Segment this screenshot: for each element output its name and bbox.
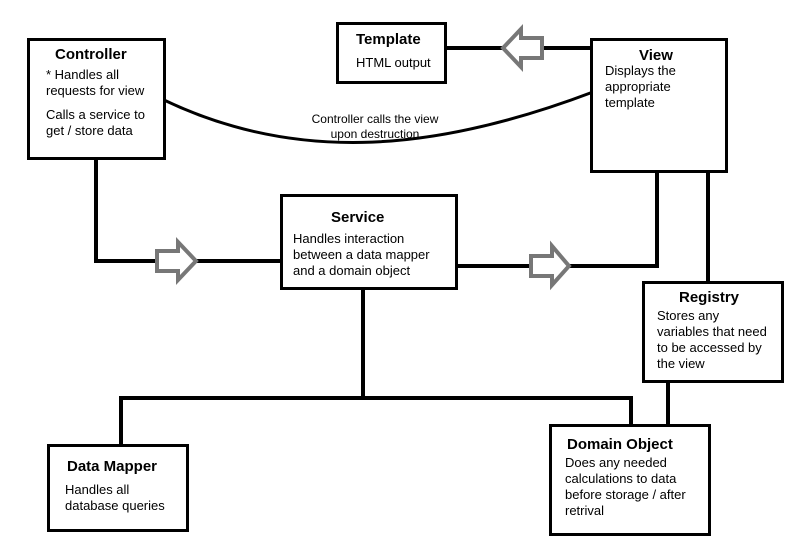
data-mapper-line: Handles all — [65, 482, 130, 497]
view-box: View Displays the appropriate template — [590, 38, 728, 173]
edge-label-line: upon destruction — [330, 127, 420, 141]
mapper-domain-trunk — [119, 396, 633, 446]
service-line: between a data mapper — [293, 247, 430, 262]
controller-box: Controller * Handles all requests for vi… — [27, 38, 166, 160]
controller-view-curve — [163, 90, 594, 145]
registry-box: Registry Stores any variables that need … — [642, 281, 784, 383]
view-line: appropriate — [605, 79, 671, 94]
view-line: Displays the — [605, 63, 676, 78]
controller-service-connector — [94, 160, 282, 263]
data-mapper-box: Data Mapper Handles all database queries — [47, 444, 189, 532]
arrow-right-icon — [529, 240, 572, 291]
edge-label: Controller calls the view upon destructi… — [290, 112, 460, 142]
domain-object-line: calculations to data — [565, 471, 677, 486]
registry-line: Stores any — [657, 308, 720, 323]
registry-line: variables that need — [657, 324, 767, 339]
controller-line — [46, 99, 163, 107]
edge-label-line: Controller calls the view — [311, 112, 439, 126]
controller-line: get / store data — [46, 123, 133, 138]
domain-object-line: Does any needed — [565, 455, 667, 470]
data-mapper-title: Data Mapper — [67, 458, 158, 475]
template-box: Template HTML output — [336, 22, 447, 84]
registry-line: the view — [657, 356, 705, 371]
domain-object-line: retrival — [565, 503, 605, 518]
data-mapper-line: database queries — [65, 498, 165, 513]
registry-line: to be accessed by — [657, 340, 762, 355]
domain-object-box: Domain Object Does any needed calculatio… — [549, 424, 711, 536]
arrow-left-icon — [500, 23, 544, 73]
registry-title: Registry — [679, 289, 740, 306]
domain-object-line: before storage / after — [565, 487, 686, 502]
service-line: Handles interaction — [293, 231, 405, 246]
service-line: and a domain object — [293, 263, 411, 278]
service-title: Service — [331, 209, 385, 226]
controller-line: Calls a service to — [46, 107, 145, 122]
view-title: View — [639, 47, 673, 64]
service-view-connector — [457, 172, 659, 268]
arrow-right-icon — [155, 236, 199, 286]
template-line: HTML output — [356, 55, 431, 70]
template-title: Template — [356, 31, 421, 48]
controller-title: Controller — [55, 46, 127, 63]
controller-line: requests for view — [46, 83, 145, 98]
controller-line: * Handles all — [46, 67, 119, 82]
domain-object-title: Domain Object — [567, 436, 673, 453]
service-box: Service Handles interaction between a da… — [280, 194, 458, 290]
view-line: template — [605, 95, 655, 110]
